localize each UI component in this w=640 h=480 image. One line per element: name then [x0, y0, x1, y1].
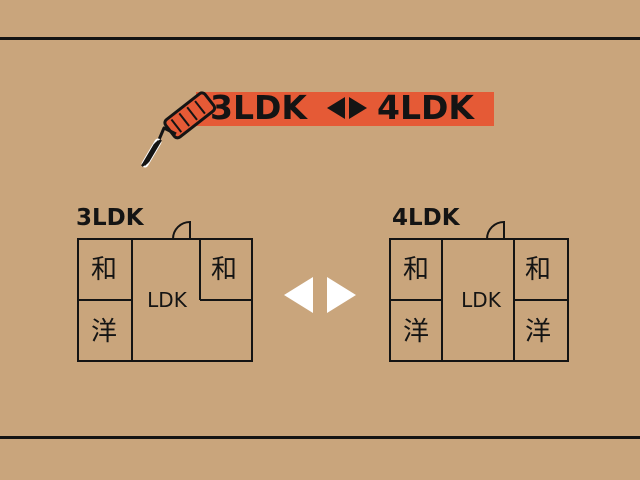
- floor-plan-4ldk: [389, 220, 569, 362]
- room-ldk: LDK: [147, 288, 187, 312]
- paint-roller-icon: [141, 91, 217, 168]
- plan-title-4ldk: 4LDK: [392, 205, 460, 231]
- room-washitsu-left: 和: [402, 255, 429, 285]
- door-swing-icon: [486, 220, 505, 240]
- convert-arrows-icon: [284, 277, 356, 313]
- top-divider-line: [0, 37, 640, 40]
- swap-arrows-icon: [327, 97, 367, 119]
- floor-plan-3ldk: [77, 220, 253, 362]
- room-washitsu-right: 和: [524, 255, 551, 285]
- room-washitsu-left: 和: [90, 255, 117, 285]
- room-youshitsu-right: 洋: [524, 317, 551, 347]
- room-youshitsu-left: 洋: [402, 317, 429, 347]
- room-washitsu-right: 和: [210, 255, 237, 285]
- banner-label-from: 3LDK: [210, 88, 307, 127]
- room-ldk: LDK: [461, 288, 501, 312]
- bottom-divider-line: [0, 436, 640, 439]
- plan-title-3ldk: 3LDK: [76, 205, 144, 231]
- banner-label-to: 4LDK: [377, 88, 474, 127]
- room-youshitsu: 洋: [90, 317, 117, 347]
- door-swing-icon: [172, 220, 191, 240]
